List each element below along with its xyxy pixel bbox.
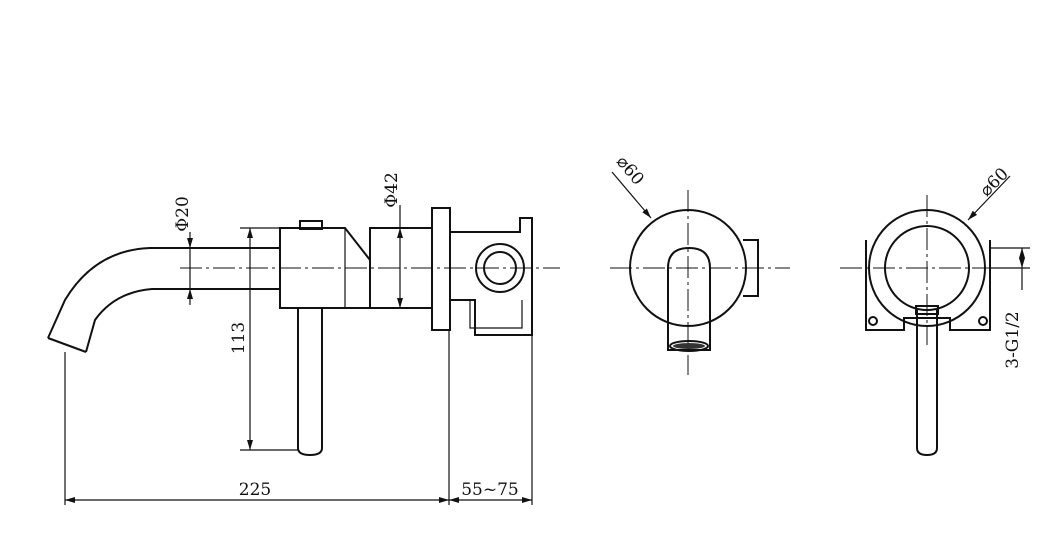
mixer-handle-base [884,225,970,311]
dim-handle-height: 113 [229,322,249,354]
concealed-valve [450,217,533,336]
mixer-backbox [865,240,991,331]
mixer-cover-plate [868,209,986,327]
dim-thread: 3-G1/2 [1003,311,1023,369]
spout-backbox [743,239,759,297]
dim-mixer-plate-diameter: ⌀60 [976,164,1013,201]
spout-pipe [47,247,280,339]
valve-outlet-inner [483,251,517,285]
spout-pipe-inner [85,288,280,353]
lever-handle [297,308,323,457]
front-view-spout: ⌀60 [610,152,790,375]
side-view: Φ20 Φ42 113 225 55~75 [47,172,560,505]
spout-cover-plate [629,209,747,327]
dim-pipe-diameter: Φ20 [173,196,193,232]
valve-outlet-outer [475,243,525,293]
dim-body-diameter: Φ42 [382,172,402,208]
dim-spout-length: 225 [239,480,271,500]
spout-tip [47,337,87,353]
mount-hole-left [868,316,878,326]
valve-bracket [469,300,523,329]
dim-wall-depth: 55~75 [461,480,519,500]
spout-front [667,246,711,351]
mount-hole-right [978,316,988,326]
handle-cap [299,220,323,230]
dim-spout-plate-diameter: ⌀60 [612,152,648,189]
spout-aerator [669,340,709,352]
wall-plate [431,207,451,331]
front-view-mixer: ⌀60 3-G1/2 [840,164,1030,457]
mixer-lever [916,310,938,457]
